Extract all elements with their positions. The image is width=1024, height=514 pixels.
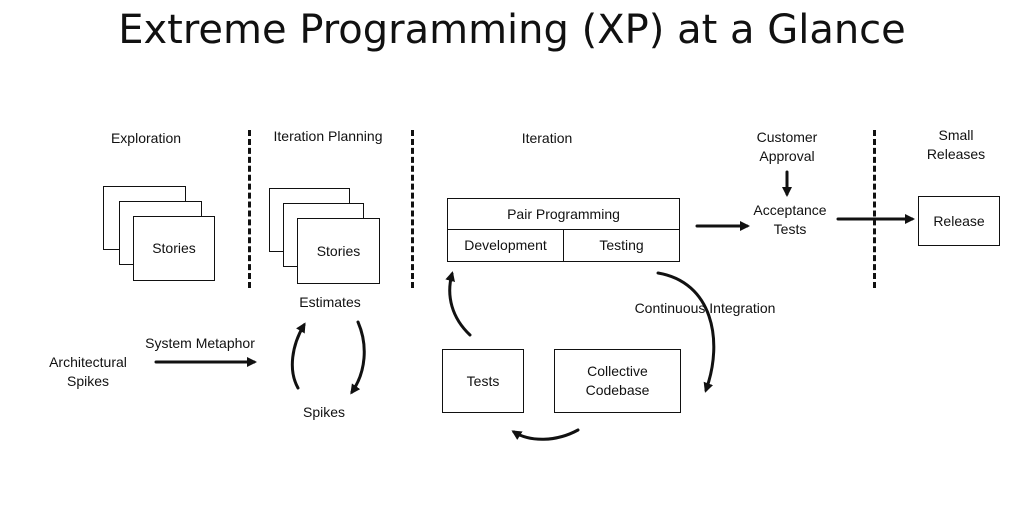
acceptance-tests-label: Acceptance Tests <box>753 202 827 237</box>
phase-iteration-label: Iteration <box>521 130 573 146</box>
phase-exploration-label: Exploration <box>110 130 182 146</box>
phase-iteration-planning-label: Iteration Planning <box>273 128 383 144</box>
system-metaphor-label: System Metaphor <box>145 335 255 351</box>
estimates-label: Estimates <box>299 294 361 310</box>
estimates-to-spikes-arrow <box>350 320 366 395</box>
continuous-integration-arrow <box>656 271 716 393</box>
diagram-title: Extreme Programming (XP) at a Glance <box>118 7 906 53</box>
collective-codebase-label: Collective Codebase <box>585 363 650 398</box>
exploration-stories-label: Stories <box>152 240 196 256</box>
separator-approval-release <box>873 130 876 288</box>
testing-label: Testing <box>599 237 644 253</box>
planning-stories-label: Stories <box>316 242 361 259</box>
codebase-to-tests-arrow <box>511 428 580 441</box>
tests-label: Tests <box>466 372 500 389</box>
development-label: Development <box>464 237 547 253</box>
testing-box: Testing <box>563 229 680 262</box>
phase-customer-approval-label: Customer Approval <box>756 129 818 164</box>
planning-stories-card: Stories <box>297 218 380 284</box>
architectural-spikes-label: Architectural Spikes <box>49 354 127 389</box>
separator-exploration-planning <box>248 130 251 288</box>
spikes-label: Spikes <box>302 404 346 420</box>
tests-to-iteration-arrow <box>445 271 472 337</box>
tests-box: Tests <box>442 349 524 413</box>
release-label: Release <box>933 212 985 229</box>
phase-small-releases-label: Small Releases <box>926 127 986 162</box>
separator-planning-iteration <box>411 130 414 288</box>
collective-codebase-box: Collective Codebase <box>554 349 681 413</box>
pair-programming-box: Pair Programming <box>447 198 680 230</box>
spikes-to-estimates-arrow <box>290 322 306 390</box>
release-box: Release <box>918 196 1000 246</box>
exploration-stories-card: Stories <box>133 216 215 281</box>
pair-programming-label: Pair Programming <box>507 205 620 222</box>
development-box: Development <box>447 229 564 262</box>
